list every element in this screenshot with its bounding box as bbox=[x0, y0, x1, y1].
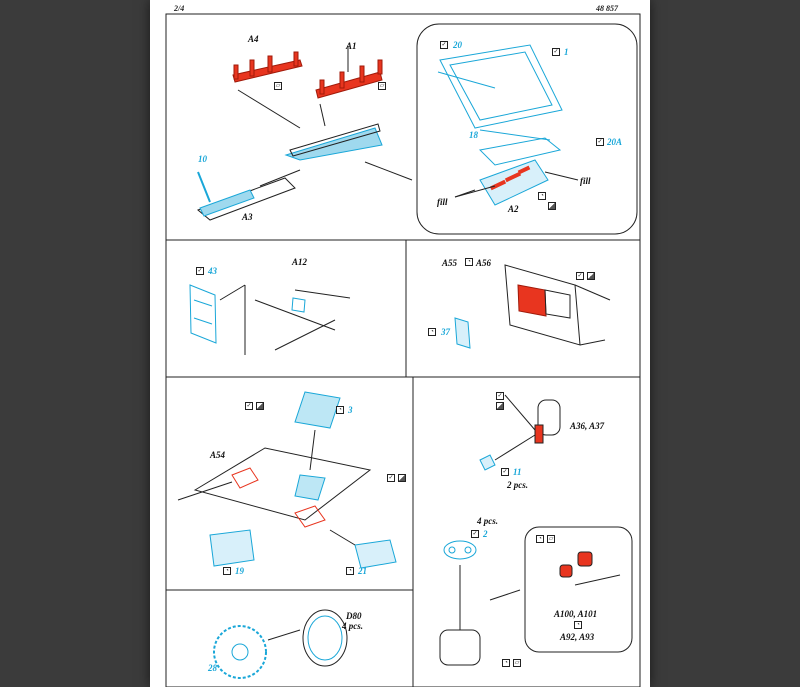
label-a55: A55 bbox=[442, 258, 458, 268]
section3-art bbox=[454, 264, 611, 349]
label-a56: A56 bbox=[476, 258, 492, 268]
fill-label: fill bbox=[580, 176, 591, 186]
cut-icon: ◔ bbox=[502, 659, 510, 667]
part-28: 28 bbox=[208, 663, 217, 673]
part-21: 21 bbox=[358, 566, 367, 576]
section5-art bbox=[479, 394, 561, 471]
section2-art bbox=[189, 284, 351, 355]
label-a54: A54 bbox=[210, 450, 226, 460]
label-a36-a37: A36, A37 bbox=[570, 421, 605, 431]
label-a4: A4 bbox=[248, 34, 259, 44]
label-a1: A1 bbox=[346, 41, 357, 51]
section4-art bbox=[177, 391, 397, 569]
bend-icon: ✓ bbox=[440, 41, 448, 49]
part-43: 43 bbox=[208, 266, 217, 276]
label-a92-a93: A92, A93 bbox=[560, 632, 595, 642]
instruction-page: 2/4 48 857 bbox=[150, 0, 650, 687]
cut-icon: ◔ bbox=[346, 567, 354, 575]
paint-icon bbox=[496, 402, 504, 410]
cut-icon: ◔ bbox=[536, 535, 544, 543]
bend-icon: ✓ bbox=[471, 530, 479, 538]
bend-icon: ✓ bbox=[196, 267, 204, 275]
remove-icon: ▱ bbox=[274, 82, 282, 90]
part-1: 1 bbox=[564, 47, 569, 57]
paint-icon bbox=[256, 402, 264, 410]
part-11: 11 bbox=[513, 467, 522, 477]
bend-icon: ✓ bbox=[576, 272, 584, 280]
label-a3: A3 bbox=[242, 212, 253, 222]
bend-icon: ✓ bbox=[596, 138, 604, 146]
part-18: 18 bbox=[469, 130, 478, 140]
part-20a: 20A bbox=[607, 137, 623, 147]
part-3: 3 bbox=[348, 405, 353, 415]
section6-art bbox=[213, 609, 348, 679]
quantity-label: 4 pcs. bbox=[477, 516, 498, 526]
paint-icon bbox=[548, 202, 556, 210]
kit-code: 48 857 bbox=[596, 4, 618, 13]
cut-icon: ◔ bbox=[465, 258, 473, 266]
paint-icon bbox=[398, 474, 406, 482]
bend-icon: ✓ bbox=[496, 392, 504, 400]
bend-icon: ✓ bbox=[387, 474, 395, 482]
section1-art bbox=[197, 44, 579, 221]
cut-icon: ◔ bbox=[574, 621, 582, 629]
part-20: 20 bbox=[453, 40, 462, 50]
cut-icon: ◔ bbox=[336, 406, 344, 414]
page-frame bbox=[165, 13, 641, 687]
remove-icon: ▱ bbox=[513, 659, 521, 667]
diagram-art bbox=[165, 13, 641, 687]
paint-icon bbox=[587, 272, 595, 280]
part-37: 37 bbox=[441, 327, 450, 337]
part-10: 10 bbox=[198, 154, 207, 164]
quantity-label: 4 pcs. bbox=[342, 621, 363, 631]
bend-icon: ✓ bbox=[552, 48, 560, 56]
part-2: 2 bbox=[483, 529, 488, 539]
remove-icon: ▱ bbox=[378, 82, 386, 90]
quantity-label: 2 pcs. bbox=[507, 480, 528, 490]
bend-icon: ✓ bbox=[245, 402, 253, 410]
cut-icon: ◔ bbox=[538, 192, 546, 200]
label-a2: A2 bbox=[508, 204, 519, 214]
section7-art bbox=[439, 540, 621, 666]
cut-icon: ◔ bbox=[223, 567, 231, 575]
cut-icon: ◔ bbox=[428, 328, 436, 336]
label-d80: D80 bbox=[346, 611, 362, 621]
label-a12: A12 bbox=[292, 257, 308, 267]
label-a100-a101: A100, A101 bbox=[554, 609, 598, 619]
page-number: 2/4 bbox=[174, 4, 185, 13]
remove-icon: ▱ bbox=[547, 535, 555, 543]
fill-label: fill bbox=[437, 197, 448, 207]
bend-icon: ✓ bbox=[501, 468, 509, 476]
part-19: 19 bbox=[235, 566, 244, 576]
